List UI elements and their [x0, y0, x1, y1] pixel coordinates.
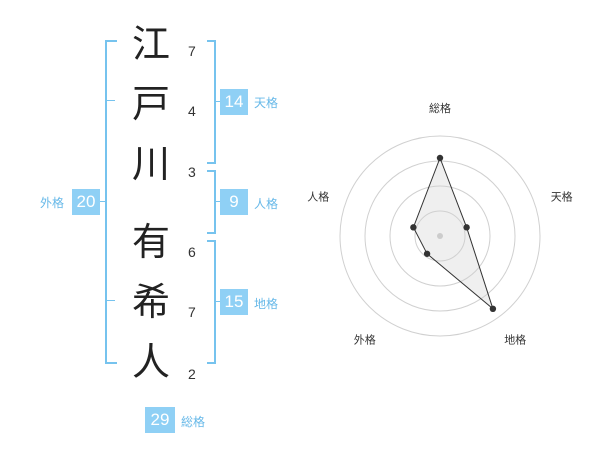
- name-char-1: 江: [131, 22, 170, 66]
- stroke-count-3: 3: [188, 164, 196, 180]
- radar-point: [410, 224, 417, 231]
- radar-point: [463, 224, 470, 231]
- stroke-count-2: 4: [188, 103, 196, 119]
- radar-axis-label: 人格: [307, 189, 329, 203]
- radar-points: [410, 154, 497, 313]
- name-char-4: 有: [131, 220, 170, 264]
- name-char-2: 戸: [131, 82, 170, 126]
- bracket-tick: [107, 300, 115, 301]
- soukaku-value: 29: [145, 407, 175, 433]
- jinkaku-bracket: [207, 170, 216, 234]
- radar-ring: [339, 135, 541, 337]
- soukaku-label: 総格: [181, 415, 206, 429]
- jinkaku-value: 9: [220, 189, 248, 215]
- tenkaku-value: 14: [220, 89, 248, 115]
- bracket-connector: [214, 201, 220, 202]
- name-char-6: 人: [131, 340, 170, 384]
- chikaku-value: 15: [220, 289, 248, 315]
- stroke-count-4: 6: [188, 244, 196, 260]
- radar-axis-label: 天格: [551, 189, 573, 203]
- stroke-count-1: 7: [188, 43, 196, 59]
- radar-axis-label: 総格: [429, 101, 451, 115]
- gaikaku-label: 外格: [40, 196, 65, 210]
- tenkaku-label: 天格: [254, 96, 279, 110]
- bracket-connector: [214, 301, 220, 302]
- radar-point: [489, 305, 497, 313]
- gaikaku-bracket: [105, 40, 117, 364]
- radar-ring: [414, 210, 466, 262]
- bracket-connector: [214, 101, 220, 102]
- bracket-tick: [107, 100, 115, 101]
- stroke-count-6: 2: [188, 366, 196, 382]
- radar-point: [423, 250, 431, 257]
- radar-axis-label: 地格: [504, 333, 526, 347]
- radar-ring: [389, 185, 491, 287]
- stroke-count-5: 7: [188, 304, 196, 320]
- name-char-5: 希: [131, 280, 170, 324]
- radar-point: [436, 154, 444, 162]
- jinkaku-label: 人格: [254, 197, 279, 211]
- radar-polygon: [412, 156, 494, 311]
- radar-axis-label: 外格: [354, 333, 376, 347]
- bracket-connector: [99, 201, 105, 202]
- gaikaku-value: 20: [72, 189, 100, 215]
- radar-center: [437, 233, 443, 239]
- name-char-3: 川: [131, 142, 170, 186]
- tenkaku-bracket: [207, 40, 216, 164]
- chikaku-bracket: [207, 240, 216, 364]
- chikaku-label: 地格: [254, 297, 279, 311]
